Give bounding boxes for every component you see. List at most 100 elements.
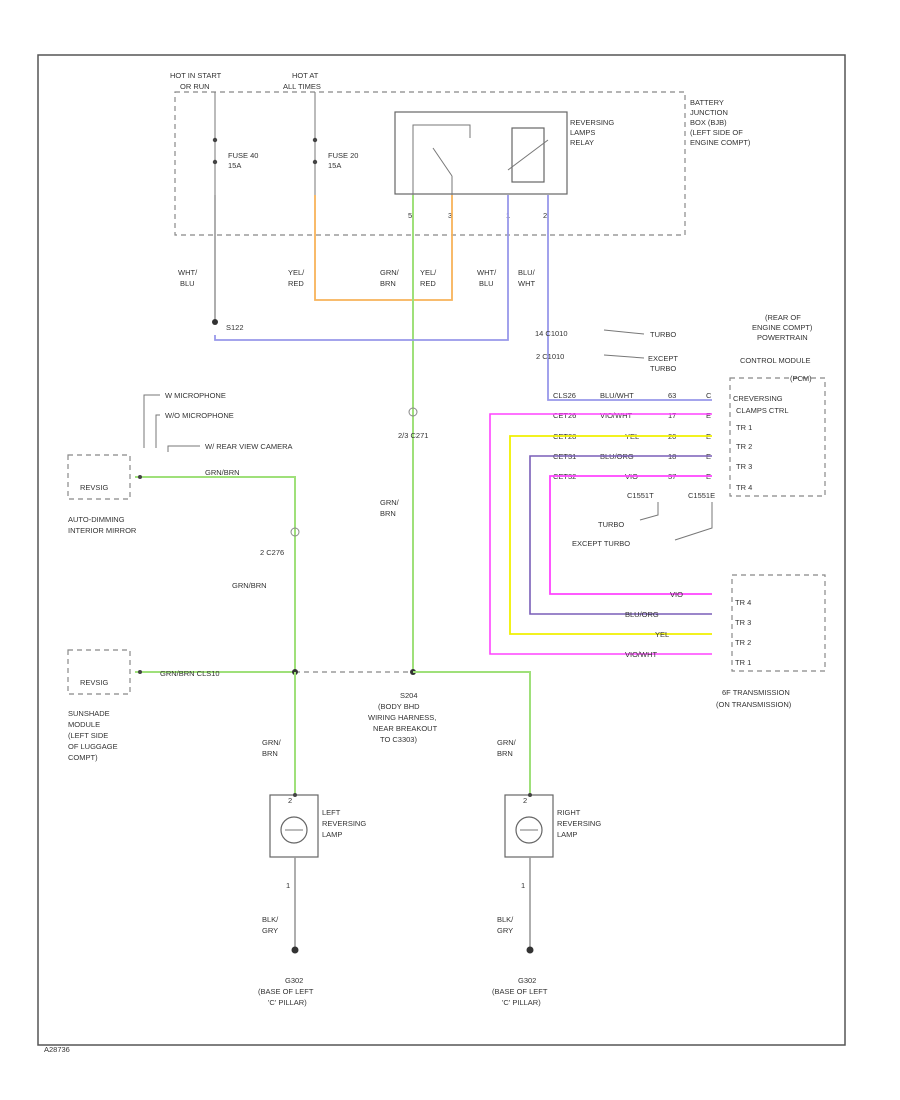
fuse20-dot-top xyxy=(312,137,318,143)
pcm-row-0-term: C xyxy=(706,391,712,400)
trans-pin-4: TR 1 xyxy=(735,658,751,667)
pcm-pin-name-2: CLAMPS CTRL xyxy=(736,406,789,415)
bjb-label-1: BATTERY xyxy=(690,98,724,107)
grn-brn-c276: GRN/BRN xyxy=(232,581,267,590)
connector-c271: 2/3 C271 xyxy=(398,431,428,440)
right-lamp-label-1: RIGHT xyxy=(557,808,581,817)
s204-2: (BODY BHD xyxy=(378,702,420,711)
mic-bracket-2 xyxy=(155,414,160,448)
right-ground-icon xyxy=(526,946,534,954)
right-lamp-wire-2: BRN xyxy=(497,749,513,758)
fuse40-rating: 15A xyxy=(228,161,241,170)
relay-switch xyxy=(432,147,453,177)
left-lamp-label-1: LEFT xyxy=(322,808,341,817)
relay-label-3: RELAY xyxy=(570,138,594,147)
pcm-pin-name-3: TR 1 xyxy=(736,423,752,432)
s204-1: S204 xyxy=(400,691,418,700)
right-lamp-bulb-icon xyxy=(515,816,543,844)
hot-at-line1: HOT AT xyxy=(292,71,319,80)
c1551t: C1551T xyxy=(627,491,654,500)
left-blk-gry-1: BLK/ xyxy=(262,915,279,924)
bjb-label-4: (LEFT SIDE OF xyxy=(690,128,743,137)
pcm-pin-name-4: TR 2 xyxy=(736,442,752,451)
relay-coil-diag xyxy=(507,139,549,171)
ground-right-2: (BASE OF LEFT xyxy=(492,987,548,996)
wire-yel-red-b2: RED xyxy=(420,279,436,288)
trans-label-1: 6F TRANSMISSION xyxy=(722,688,790,697)
c1010-except: 2 C1010 xyxy=(536,352,564,361)
ground-right-3: 'C' PILLAR) xyxy=(502,998,541,1007)
right-lamp-pin-bottom: 1 xyxy=(521,881,525,890)
relay-contact-arm xyxy=(412,124,471,195)
trans-color-1: VIO xyxy=(670,590,683,599)
pcm-pin-name-5: TR 3 xyxy=(736,462,752,471)
wire-blu-wht-1: BLU/ xyxy=(518,268,536,277)
wire-wht-blu-b2: BLU xyxy=(479,279,494,288)
c271-symbol xyxy=(408,407,418,417)
c276-symbol xyxy=(290,527,300,537)
pcm-row-1-circuit: CET26 xyxy=(553,411,576,420)
right-reversing-lamp xyxy=(504,794,554,858)
diagram-id: A28736 xyxy=(44,1045,70,1054)
wire-wht-blu-b1: WHT/ xyxy=(477,268,497,277)
pcm-label-5: (PCM) xyxy=(790,374,812,383)
sunshade-label-5: COMPT) xyxy=(68,753,98,762)
hot-in-start-line2: OR RUN xyxy=(180,82,210,91)
wire-grn-brn-1: GRN/ xyxy=(380,268,400,277)
except-turbo-1: EXCEPT xyxy=(648,354,678,363)
fuse40-dot-top xyxy=(212,137,218,143)
pcm-label-3: POWERTRAIN xyxy=(757,333,808,342)
battery-junction-box xyxy=(174,91,686,236)
s204-3: WIRING HARNESS, xyxy=(368,713,436,722)
wire-grn-brn-mid-2: BRN xyxy=(380,509,396,518)
right-lamp-wire-1: GRN/ xyxy=(497,738,517,747)
sunshade-terminal xyxy=(138,670,142,674)
mic-option-1: W MICROPHONE xyxy=(165,391,226,400)
left-lamp-pin-bottom: 1 xyxy=(286,881,290,890)
splice-s122: S122 xyxy=(226,323,244,332)
left-blk-gry-2: GRY xyxy=(262,926,278,935)
wire-blu-wht-pcm xyxy=(547,195,712,401)
wire-wht-blu-2: BLU xyxy=(180,279,195,288)
left-lamp-wire-2: BRN xyxy=(262,749,278,758)
wire-grn-brn-mirror xyxy=(135,476,296,672)
bjb-label-5: ENGINE COMPT) xyxy=(690,138,751,147)
ground-left-3: 'C' PILLAR) xyxy=(268,998,307,1007)
fuse20-rating: 15A xyxy=(328,161,341,170)
diagram-frame xyxy=(37,54,846,1046)
fuse20-dot-bottom xyxy=(312,159,318,165)
sunshade-label-3: (LEFT SIDE xyxy=(68,731,108,740)
pcm-row-1: CET26 VIO/WHT 17 E xyxy=(553,411,711,420)
s204-4: NEAR BREAKOUT xyxy=(373,724,438,733)
trans-label-2: (ON TRANSMISSION) xyxy=(716,700,792,709)
trans-pin-3: TR 2 xyxy=(735,638,751,647)
wire-yel xyxy=(509,435,712,635)
splice-s122-dot xyxy=(212,319,218,325)
except-arrow xyxy=(603,354,645,359)
s204-5: TO C3303) xyxy=(380,735,417,744)
c1551e-lead xyxy=(674,502,713,541)
mirror-box-text: REVSIG xyxy=(80,483,109,492)
left-lamp-bulb-icon xyxy=(280,816,308,844)
ground-left-2: (BASE OF LEFT xyxy=(258,987,314,996)
mirror-wire: GRN/BRN xyxy=(205,468,240,477)
pcm-label-2: ENGINE COMPT) xyxy=(752,323,813,332)
pcm-row-1-term: E xyxy=(706,411,711,420)
ground-left-1: G302 xyxy=(285,976,303,985)
pcm-row-0-circuit: CLS26 xyxy=(553,391,576,400)
relay-pin-5: 5 xyxy=(408,211,412,220)
wire-blu-wht-2: WHT xyxy=(518,279,535,288)
trans-color-4: VIO/WHT xyxy=(625,650,657,659)
trans-color-3: YEL xyxy=(655,630,669,639)
mic-option-2: W/O MICROPHONE xyxy=(165,411,234,420)
sunshade-label-1: SUNSHADE xyxy=(68,709,110,718)
sunshade-module-box xyxy=(67,649,131,695)
reversing-lamps-relay xyxy=(394,111,568,195)
relay-label-1: REVERSING xyxy=(570,118,614,127)
pcm-pin-name-1: CREVERSING xyxy=(733,394,783,403)
pcm-row-0-pin: 63 xyxy=(668,391,676,400)
mic-option-3: W/ REAR VIEW CAMERA xyxy=(205,442,293,451)
wire-vio-wht xyxy=(489,413,712,655)
wire-wht-blu-ground xyxy=(214,195,509,341)
